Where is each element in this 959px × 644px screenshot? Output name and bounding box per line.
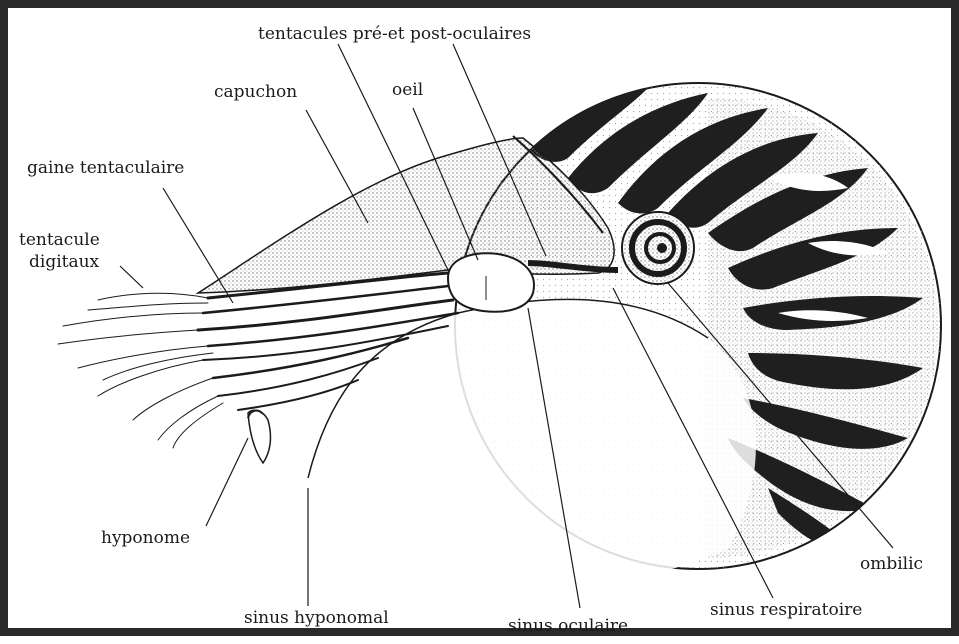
label-tentacule-digitaux-2: digitaux <box>29 252 99 272</box>
umbilicus <box>622 212 694 284</box>
label-sinus-oculaire: sinus oculaire <box>508 616 628 636</box>
label-oeil: oeil <box>392 80 423 100</box>
shell <box>308 83 941 581</box>
label-gaine-tentaculaire: gaine tentaculaire <box>27 158 184 178</box>
label-tentacule-digitaux-1: tentacule <box>19 230 100 250</box>
hyponome-funnel <box>248 410 270 463</box>
nautilus-illustration <box>8 8 959 644</box>
label-capuchon: capuchon <box>214 82 297 102</box>
label-sinus-hyponomal: sinus hyponomal <box>244 608 389 628</box>
label-hyponome: hyponome <box>101 528 190 548</box>
label-tentacles-pre-post: tentacules pré-et post-oculaires <box>258 24 531 44</box>
label-ombilic: ombilic <box>860 554 923 574</box>
label-sinus-respiratoire: sinus respiratoire <box>710 600 862 620</box>
